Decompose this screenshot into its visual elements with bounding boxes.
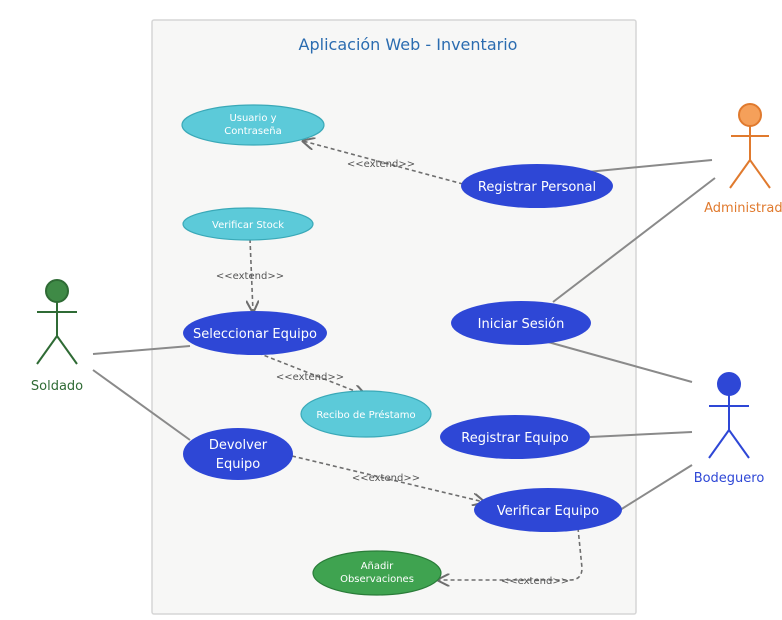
- usecase-usuario-contrasena[interactable]: Usuario y Contraseña: [181, 104, 325, 146]
- usecase-seleccionar-equipo-line-1: Seleccionar Equipo: [193, 327, 317, 342]
- extend-line-devolver-verificar: [291, 455, 484, 502]
- svg-text:Registrar Equipo: Registrar Equipo: [461, 431, 569, 446]
- usecase-usuario-contrasena-line-2: Contraseña: [224, 126, 281, 137]
- usecase-devolver-equipo-line-1: Devolver: [209, 438, 268, 453]
- svg-text:Iniciar Sesión: Iniciar Sesión: [478, 317, 565, 332]
- extend-label-devolver-verificar: <<extend>>: [352, 473, 420, 484]
- svg-text:Registrar Personal: Registrar Personal: [478, 180, 596, 195]
- usecase-iniciar-sesion-line-1: Iniciar Sesión: [478, 317, 565, 332]
- actor-soldado[interactable]: Soldado: [31, 279, 83, 394]
- extend-label-verificar-observaciones: <<extend>>: [501, 576, 569, 587]
- extend-line-seleccionar-stock: [250, 238, 253, 312]
- bodeguero-stick-figure-icon: [708, 372, 750, 459]
- extend-label-seleccionar-recibo: <<extend>>: [276, 372, 344, 383]
- actor-administrador[interactable]: Administrador: [704, 103, 782, 216]
- svg-text:Verificar Equipo: Verificar Equipo: [497, 504, 599, 519]
- usecase-verificar-equipo[interactable]: Verificar Equipo: [474, 488, 622, 532]
- extend-line-seleccionar-recibo: [257, 352, 365, 395]
- svg-text:Seleccionar Equipo: Seleccionar Equipo: [193, 327, 317, 342]
- svg-text:Recibo de Préstamo: Recibo de Préstamo: [316, 409, 415, 421]
- usecase-devolver-equipo-line-2: Equipo: [216, 457, 261, 472]
- usecase-seleccionar-equipo[interactable]: Seleccionar Equipo: [183, 311, 327, 355]
- usecase-registrar-equipo[interactable]: Registrar Equipo: [440, 415, 590, 459]
- use-cases: Usuario y Contraseña Registrar Personal V…: [181, 104, 622, 596]
- assoc-soldado-devolver: [92, 369, 191, 441]
- usecase-recibo-prestamo[interactable]: Recibo de Préstamo: [300, 390, 432, 438]
- extend-relations: <<extend>> <<extend>> <<extend>> <<exten…: [216, 141, 583, 587]
- usecase-registrar-personal[interactable]: Registrar Personal: [461, 164, 613, 208]
- assoc-bodeguero-registrar-equipo: [589, 431, 693, 438]
- system-title: Aplicación Web - Inventario: [299, 35, 518, 54]
- usecase-registrar-personal-line-1: Registrar Personal: [478, 180, 596, 195]
- usecase-verificar-stock[interactable]: Verificar Stock: [182, 207, 314, 241]
- usecase-iniciar-sesion[interactable]: Iniciar Sesión: [451, 301, 591, 345]
- extend-label-registrar-usuario: <<extend>>: [347, 159, 415, 170]
- assoc-bodeguero-iniciar-sesion: [547, 341, 693, 383]
- usecase-verificar-stock-line-1: Verificar Stock: [212, 220, 284, 231]
- assoc-admin-registrar-personal: [586, 159, 713, 173]
- administrador-label: Administrador: [704, 201, 782, 216]
- extend-label-seleccionar-stock: <<extend>>: [216, 271, 284, 282]
- bodeguero-label: Bodeguero: [694, 471, 765, 486]
- usecase-recibo-prestamo-line-1: Recibo de Préstamo: [316, 409, 415, 421]
- assoc-bodeguero-verificar-equipo: [619, 464, 693, 511]
- soldado-stick-figure-icon: [36, 279, 78, 365]
- associations: [92, 159, 716, 511]
- administrador-stick-figure-icon: [729, 103, 771, 189]
- extend-line-verificar-observaciones: [438, 527, 583, 580]
- assoc-soldado-seleccionar: [92, 345, 191, 355]
- usecase-anadir-observaciones-line-1: Añadir: [361, 561, 394, 572]
- usecase-registrar-equipo-line-1: Registrar Equipo: [461, 431, 569, 446]
- actor-bodeguero[interactable]: Bodeguero: [694, 372, 765, 486]
- usecase-anadir-observaciones-line-2: Observaciones: [340, 574, 414, 585]
- assoc-admin-iniciar-sesion: [552, 177, 716, 303]
- svg-text:Verificar Stock: Verificar Stock: [212, 220, 284, 231]
- usecase-usuario-contrasena-line-1: Usuario y: [229, 113, 276, 124]
- usecase-verificar-equipo-line-1: Verificar Equipo: [497, 504, 599, 519]
- soldado-label: Soldado: [31, 379, 83, 394]
